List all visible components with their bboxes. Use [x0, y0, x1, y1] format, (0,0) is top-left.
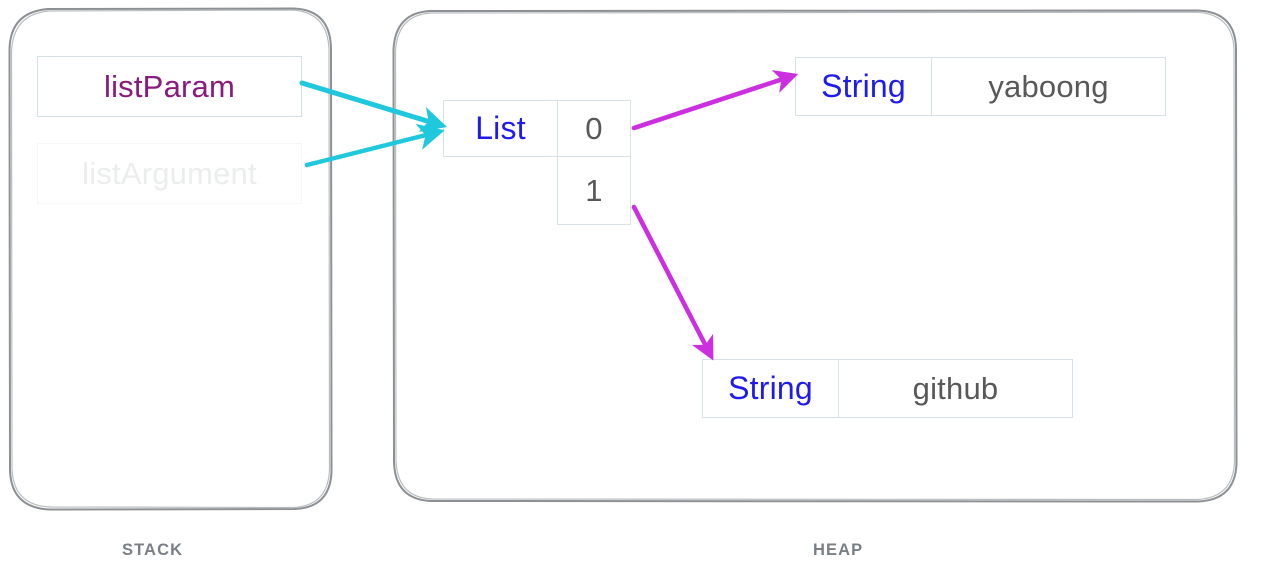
string-yaboong-value-cell[interactable]: yaboong — [931, 57, 1166, 116]
list-index-1-cell[interactable]: 1 — [557, 156, 631, 225]
stack-var-listParam-label: listParam — [104, 68, 235, 104]
list-object-type-label: List — [475, 110, 526, 146]
string-yaboong-type-cell[interactable]: String — [795, 57, 932, 116]
stack-region — [6, 6, 334, 512]
string-github-value-cell[interactable]: github — [838, 359, 1073, 418]
heap-caption: HEAP — [813, 541, 864, 559]
string-yaboong-value-label: yaboong — [988, 68, 1109, 104]
heap-region-outline — [392, 9, 1238, 503]
list-object-type-cell[interactable]: List — [443, 100, 558, 157]
list-index-0-label: 0 — [585, 110, 603, 146]
stack-region-outline — [8, 7, 333, 511]
string-yaboong-type-label: String — [821, 68, 906, 104]
string-github-value-label: github — [912, 370, 999, 406]
string-github-type-cell[interactable]: String — [702, 359, 839, 418]
heap-region — [390, 8, 1239, 504]
list-index-1-label: 1 — [585, 172, 603, 208]
list-index-0-cell[interactable]: 0 — [557, 100, 631, 157]
string-github-type-label: String — [728, 370, 813, 406]
stack-var-listParam[interactable]: listParam — [37, 56, 302, 117]
stack-var-listArgument[interactable]: listArgument — [37, 143, 302, 204]
stack-var-listArgument-label: listArgument — [82, 155, 257, 191]
stack-caption: STACK — [122, 541, 184, 559]
